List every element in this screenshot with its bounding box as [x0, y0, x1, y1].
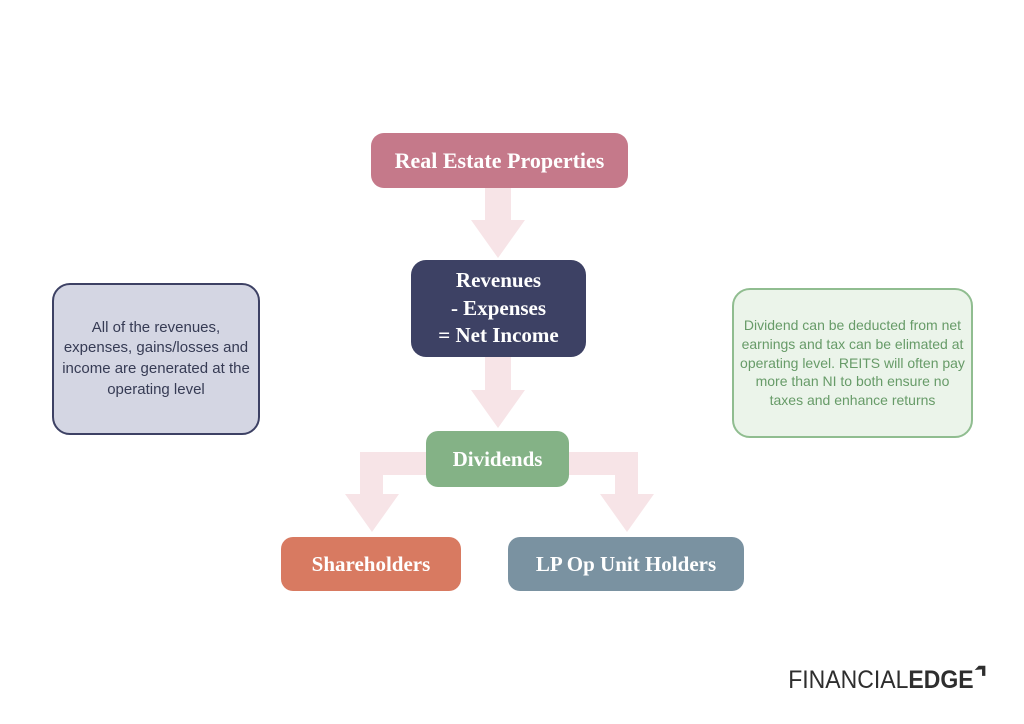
net-income-line-1: Revenues [455, 267, 542, 292]
note-dividend-deduction: Dividend can be deducted from net earnin… [732, 288, 973, 438]
node-dividends: Dividends [426, 431, 569, 487]
node-dividends-label: Dividends [452, 446, 543, 471]
arrow-down-icon [345, 494, 399, 532]
logo-text-financial: FINANCIAL [787, 666, 908, 694]
node-lp-op-unit-holders: LP Op Unit Holders [508, 537, 744, 591]
corner-bracket-icon [974, 665, 986, 676]
node-lp-op-unit-holders-label: LP Op Unit Holders [535, 551, 717, 576]
arrow-down-icon [471, 390, 525, 428]
arrow-real-estate-to-net-income-shaft [485, 186, 511, 222]
arrow-dividends-to-shareholders-shaft [360, 452, 383, 497]
note-operating-level: All of the revenues, expenses, gains/los… [52, 283, 260, 435]
logo-text-edge: EDGE [907, 666, 974, 694]
node-real-estate-properties: Real Estate Properties [371, 133, 628, 188]
node-shareholders-label: Shareholders [311, 551, 431, 576]
arrow-dividends-to-lp-holders-shaft [615, 452, 638, 497]
net-income-line-2: - Expenses [450, 295, 547, 320]
node-shareholders: Shareholders [281, 537, 461, 591]
note-dividend-deduction-text: Dividend can be deducted from net earnin… [740, 317, 965, 408]
arrow-down-icon [600, 494, 654, 532]
arrow-net-income-to-dividends-shaft [485, 355, 511, 392]
node-net-income: Revenues - Expenses = Net Income [411, 260, 586, 357]
node-real-estate-properties-label: Real Estate Properties [394, 147, 605, 173]
financial-edge-logo: FINANCIAL EDGE [787, 665, 986, 694]
arrow-down-icon [471, 220, 525, 258]
note-operating-level-text: All of the revenues, expenses, gains/los… [62, 318, 250, 398]
net-income-line-3: = Net Income [438, 323, 559, 348]
